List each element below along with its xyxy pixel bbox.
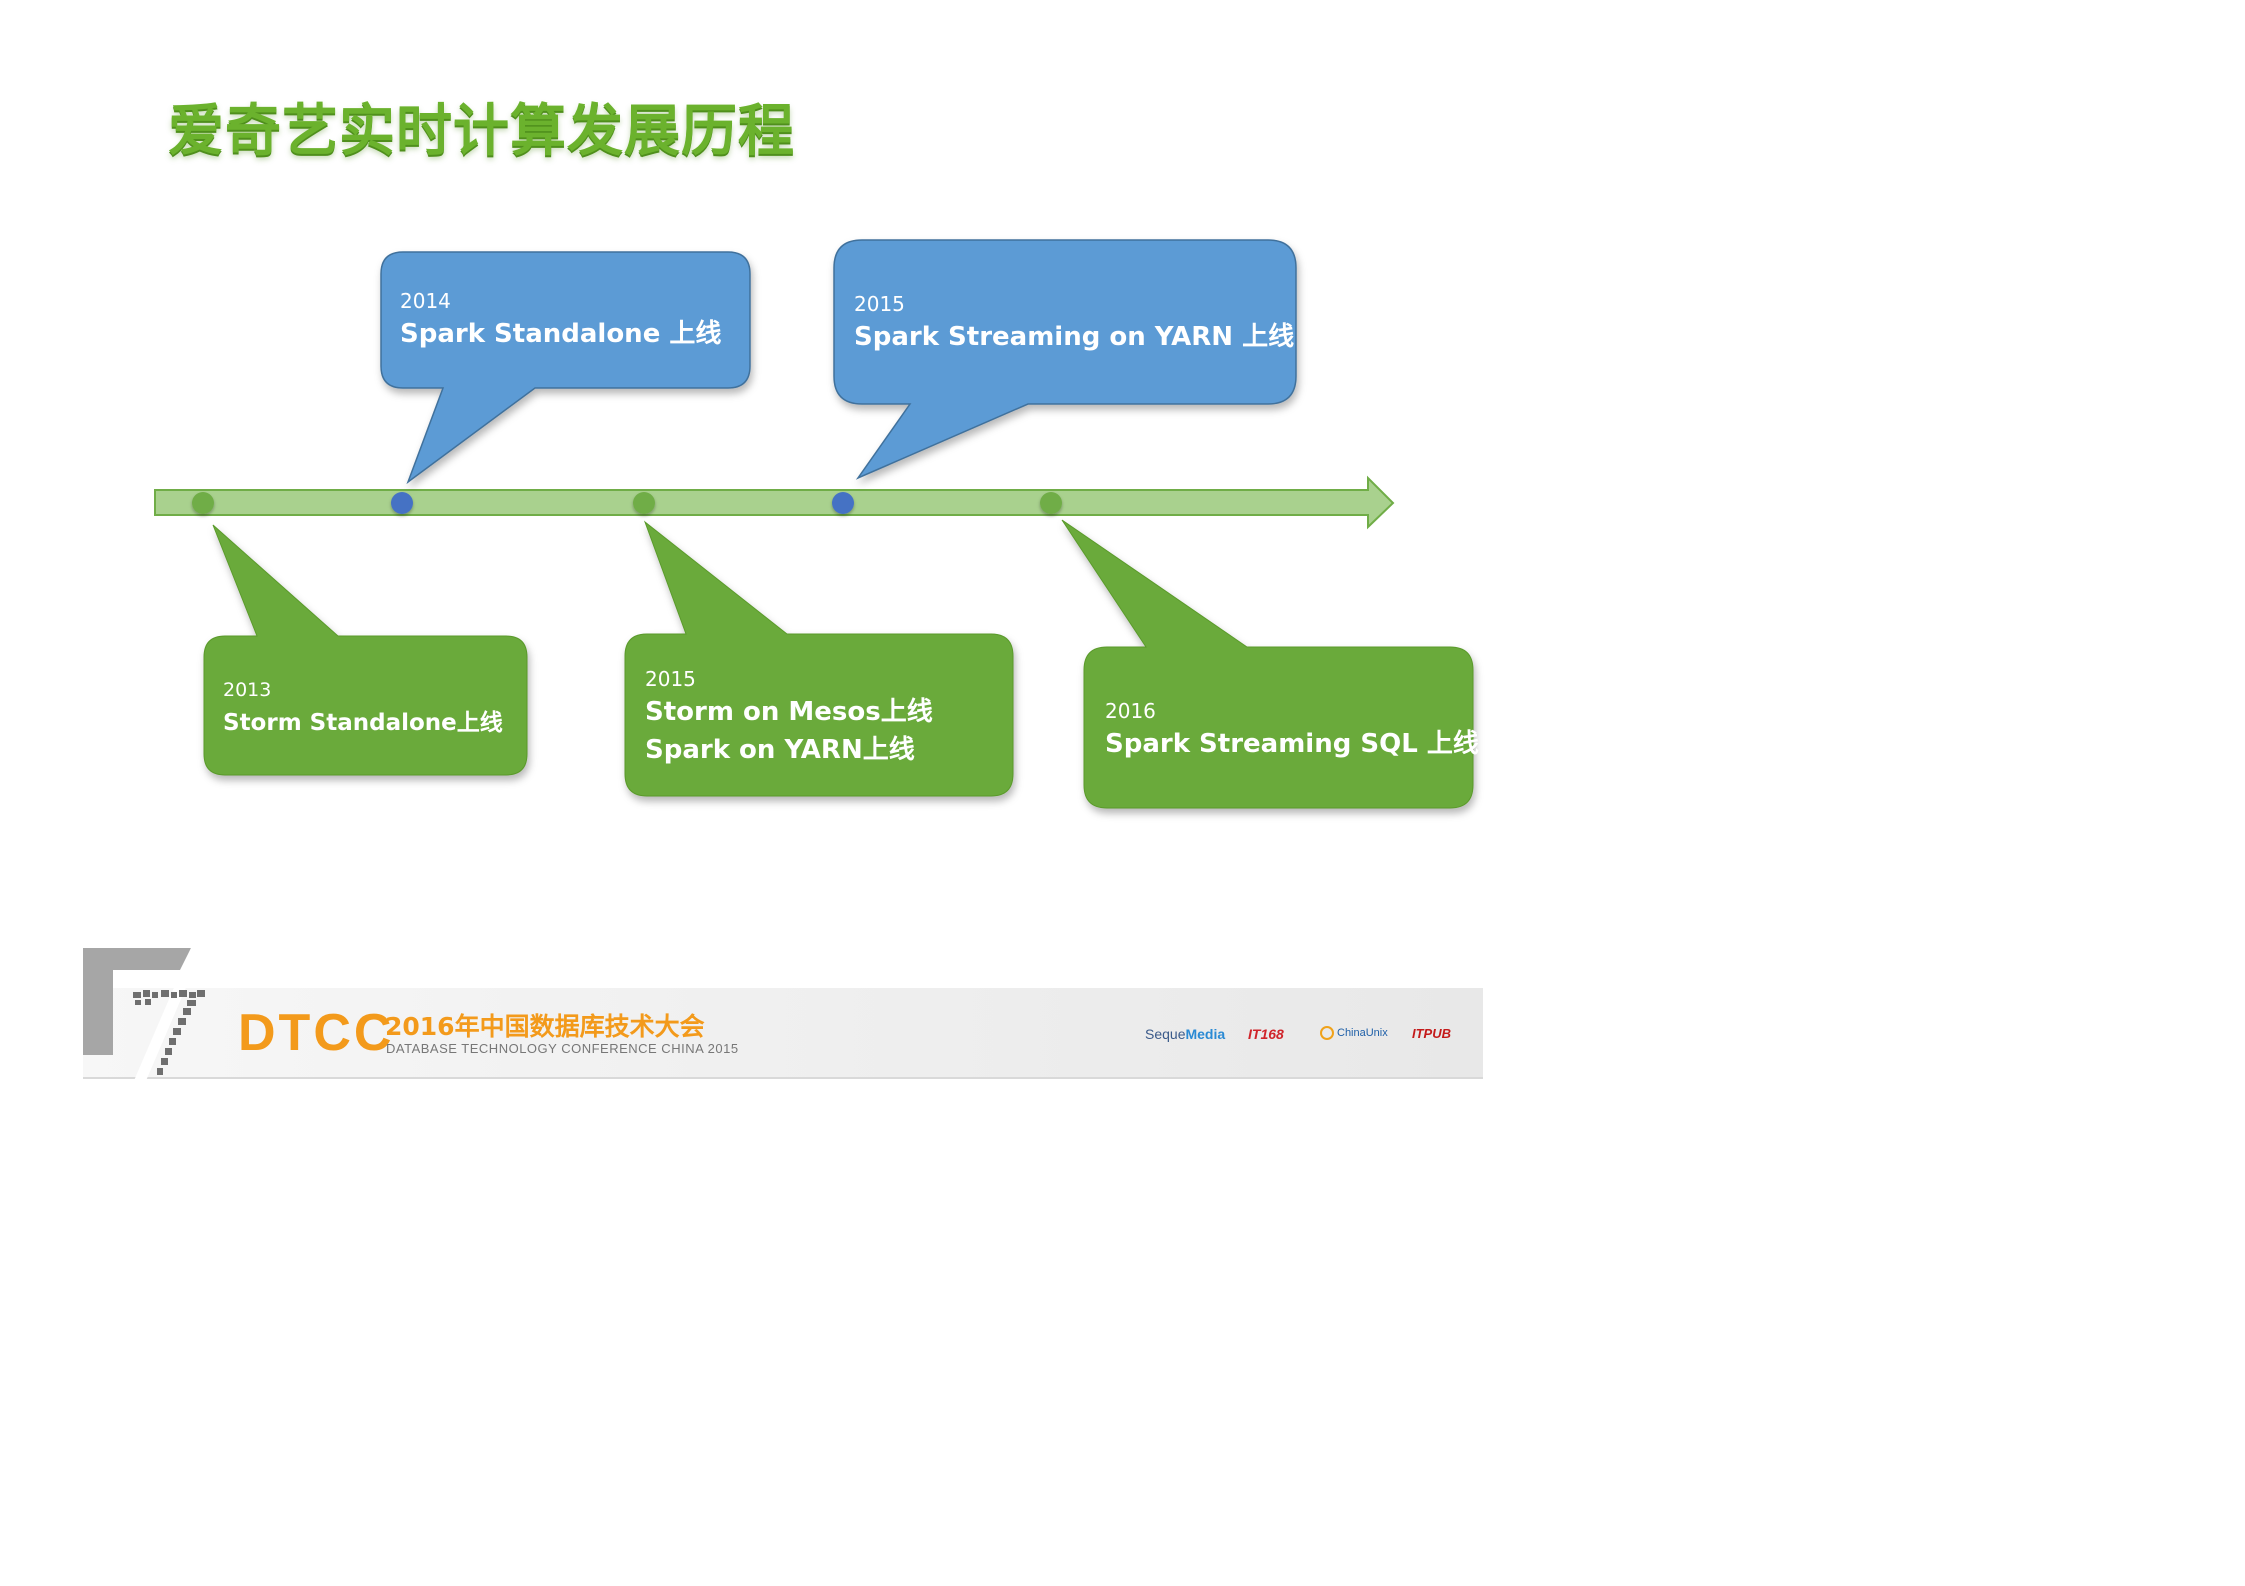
callout-2013-shape xyxy=(203,524,528,776)
callout-text: Storm on Mesos上线 xyxy=(645,697,933,727)
callout-year: 2013 xyxy=(223,679,272,701)
footer-divider xyxy=(83,1077,1483,1079)
sponsor-it168: IT168 xyxy=(1248,1026,1284,1042)
callout-2015-blue-shape xyxy=(833,239,1297,480)
callout-2015-blue: 2015 Spark Streaming on YARN 上线 xyxy=(854,290,1294,356)
sponsor-chinaunix: ChinaUnix xyxy=(1320,1026,1388,1040)
callout-2014: 2014 Spark Standalone 上线 xyxy=(400,287,721,353)
sponsor-chinaunix-label: ChinaUnix xyxy=(1337,1026,1388,1039)
callout-year: 2015 xyxy=(854,292,905,316)
callout-text: Spark on YARN上线 xyxy=(645,735,915,765)
conference-title-en: DATABASE TECHNOLOGY CONFERENCE CHINA 201… xyxy=(386,1041,739,1056)
conference-title-cn: 2016年中国数据库技术大会 xyxy=(385,1012,705,1041)
milestone-dot-2015-blue xyxy=(832,492,854,514)
callout-text: Spark Standalone 上线 xyxy=(400,319,722,349)
callout-2015-green-shape xyxy=(624,520,1014,797)
sponsor-itpub: ITPUB xyxy=(1412,1026,1451,1041)
timeline-graphic xyxy=(154,239,1474,809)
milestone-dot-2016 xyxy=(1040,492,1062,514)
callout-text: Storm Standalone上线 xyxy=(223,710,503,736)
slide-title: 爱奇艺实时计算发展历程 xyxy=(168,99,795,164)
timeline-arrow xyxy=(154,475,1395,530)
callout-2014-shape xyxy=(380,251,751,485)
callout-text: Spark Streaming SQL 上线 xyxy=(1105,729,1479,759)
milestone-dot-2015-green xyxy=(633,492,655,514)
callout-2015-green: 2015 Storm on Mesos上线 Spark on YARN上线 xyxy=(645,665,933,769)
callout-2016: 2016 Spark Streaming SQL 上线 xyxy=(1105,697,1479,763)
milestone-dot-2014 xyxy=(391,492,413,514)
milestone-dot-2013 xyxy=(192,492,214,514)
callout-text: Spark Streaming on YARN 上线 xyxy=(854,322,1295,352)
sponsor-sequemedia-b: Media xyxy=(1185,1026,1226,1042)
callout-year: 2015 xyxy=(645,667,696,691)
callout-year: 2014 xyxy=(400,289,451,313)
conference-mark-icon xyxy=(83,948,205,1083)
callout-year: 2016 xyxy=(1105,699,1156,723)
sponsor-sequemedia: SequeMedia xyxy=(1145,1026,1225,1042)
sponsor-sequemedia-a: Seque xyxy=(1145,1026,1186,1042)
footer-bar xyxy=(83,988,1483,1078)
callout-2013: 2013 Storm Standalone上线 xyxy=(223,676,503,742)
chinaunix-logo-icon xyxy=(1320,1026,1334,1040)
dtcc-logo: DTCC xyxy=(238,1004,395,1062)
callout-2016-shape xyxy=(1061,519,1474,809)
